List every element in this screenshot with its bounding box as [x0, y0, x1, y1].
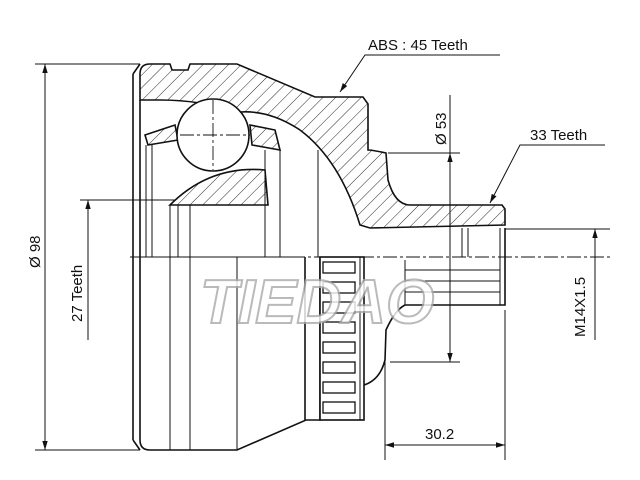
shaft-length-label: 30.2	[425, 426, 454, 443]
thread-label: M14X1.5	[572, 277, 589, 337]
abs-slot	[322, 321, 356, 334]
inner-hub-section	[168, 168, 269, 206]
abs-slot	[322, 341, 356, 354]
outer-diameter-label: Ø 98	[27, 235, 44, 268]
stub-shaft	[363, 228, 506, 386]
inner-race-section	[249, 124, 282, 152]
seal-diameter-label: Ø 53	[433, 112, 450, 145]
abs-slot	[322, 361, 356, 374]
abs-slot	[322, 281, 356, 294]
watermark: TIEDAO	[200, 268, 434, 337]
abs-teeth-label: ABS : 45 Teeth	[368, 37, 468, 54]
outer-teeth-label: 33 Teeth	[530, 127, 587, 144]
inner-race-section	[144, 123, 179, 146]
inner-teeth-label: 27 Teeth	[69, 265, 86, 322]
abs-slot	[322, 301, 356, 314]
abs-slot	[322, 261, 356, 274]
housing-outline	[139, 100, 321, 451]
abs-slot	[322, 381, 356, 394]
abs-slot	[322, 401, 356, 414]
